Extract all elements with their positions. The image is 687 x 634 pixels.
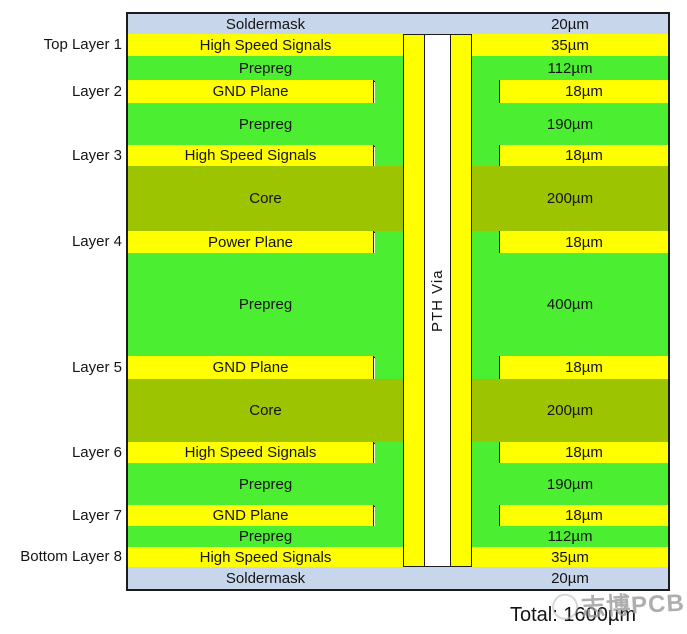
layer-name-cell: Prepreg bbox=[128, 103, 403, 146]
thickness-cell: 20µm bbox=[551, 15, 589, 33]
layer-name-cell: Power Plane bbox=[128, 231, 374, 254]
layer-name-cell: Core bbox=[128, 379, 403, 443]
clearance-notch bbox=[375, 80, 403, 104]
layer-name-cell: GND Plane bbox=[128, 80, 374, 104]
clearance-notch bbox=[375, 145, 403, 167]
layer-name-cell: High Speed Signals bbox=[128, 547, 403, 568]
side-label-layer-3: Layer 3 bbox=[71, 146, 122, 164]
stackup-row-copper-inner-7: Power Plane 18µm bbox=[128, 231, 668, 255]
thickness-cell: 18µm bbox=[500, 145, 668, 167]
clearance-notch bbox=[375, 505, 403, 527]
side-label-layer-2: Layer 2 bbox=[71, 82, 122, 100]
stackup-row-copper-outer-15: High Speed Signals 35µm bbox=[128, 547, 668, 569]
pth-via-label: PTH Via bbox=[429, 269, 446, 332]
stackup-row-copper-inner-11: High Speed Signals 18µm bbox=[128, 442, 668, 465]
thickness-cell: 35µm bbox=[472, 34, 668, 57]
clearance-notch bbox=[472, 145, 500, 167]
thickness-cell: 18µm bbox=[500, 442, 668, 464]
side-label-layer-7: Layer 7 bbox=[71, 506, 122, 524]
stackup-row-core-6: Core 200µm bbox=[128, 166, 668, 233]
clearance-notch bbox=[375, 231, 403, 254]
stackup-row-copper-inner-9: GND Plane 18µm bbox=[128, 356, 668, 381]
thickness-cell: 20µm bbox=[551, 569, 589, 587]
thickness-cell: 200µm bbox=[472, 166, 668, 232]
thickness-cell: 190µm bbox=[472, 463, 668, 506]
clearance-notch bbox=[472, 356, 500, 380]
layer-name-cell: Core bbox=[128, 166, 403, 232]
thickness-cell: 112µm bbox=[472, 526, 668, 548]
layer-name-cell: Prepreg bbox=[128, 253, 403, 357]
layer-name-cell: Soldermask bbox=[225, 15, 306, 33]
layer-name-cell: High Speed Signals bbox=[128, 145, 374, 167]
thickness-cell: 190µm bbox=[472, 103, 668, 146]
via-hole bbox=[425, 35, 450, 566]
side-label-layer-6: Layer 6 bbox=[71, 443, 122, 461]
layer-name-cell: GND Plane bbox=[128, 356, 374, 380]
layer-name-cell: Prepreg bbox=[128, 56, 403, 81]
stackup-row-core-10: Core 200µm bbox=[128, 379, 668, 444]
layer-name-cell: Prepreg bbox=[128, 463, 403, 506]
soldermask-band bbox=[128, 567, 668, 589]
side-label-layer-5: Layer 5 bbox=[71, 358, 122, 376]
thickness-cell: 200µm bbox=[472, 379, 668, 443]
thickness-cell: 18µm bbox=[500, 231, 668, 254]
stackup-row-soldermask-16: Soldermask 20µm bbox=[128, 567, 668, 589]
pth-via bbox=[403, 34, 472, 567]
stackup-row-copper-inner-13: GND Plane 18µm bbox=[128, 505, 668, 528]
layer-name-cell: GND Plane bbox=[128, 505, 374, 527]
stackup-row-soldermask-0: Soldermask 20µm bbox=[128, 14, 668, 36]
thickness-cell: 400µm bbox=[472, 253, 668, 357]
thickness-cell: 35µm bbox=[472, 547, 668, 568]
clearance-notch bbox=[472, 442, 500, 464]
thickness-cell: 18µm bbox=[500, 505, 668, 527]
clearance-notch bbox=[472, 505, 500, 527]
clearance-notch bbox=[472, 80, 500, 104]
layer-name-cell: Soldermask bbox=[225, 569, 306, 587]
total-thickness-label: Total: 1600µm bbox=[509, 603, 637, 626]
stackup-row-copper-outer-1: High Speed Signals 35µm bbox=[128, 34, 668, 58]
stackup-row-copper-inner-5: High Speed Signals 18µm bbox=[128, 145, 668, 168]
clearance-notch bbox=[375, 356, 403, 380]
stackup-row-prepreg-14: Prepreg 112µm bbox=[128, 526, 668, 549]
clearance-notch bbox=[375, 442, 403, 464]
via-barrel bbox=[450, 35, 472, 566]
stackup-row-copper-inner-3: GND Plane 18µm bbox=[128, 80, 668, 105]
layer-name-cell: High Speed Signals bbox=[128, 442, 374, 464]
side-label-layer-4: Layer 4 bbox=[71, 233, 122, 250]
side-label-bottom-layer-8: Bottom Layer 8 bbox=[20, 548, 122, 565]
stackup-row-prepreg-2: Prepreg 112µm bbox=[128, 56, 668, 82]
soldermask-band bbox=[128, 14, 668, 35]
layer-name-cell: High Speed Signals bbox=[128, 34, 403, 57]
thickness-cell: 112µm bbox=[472, 56, 668, 81]
thickness-cell: 18µm bbox=[500, 356, 668, 380]
via-barrel bbox=[403, 35, 425, 566]
stackup-row-prepreg-4: Prepreg 190µm bbox=[128, 103, 668, 147]
layer-name-cell: Prepreg bbox=[128, 526, 403, 548]
side-label-top-layer-1: Top Layer 1 bbox=[43, 36, 122, 53]
clearance-notch bbox=[472, 231, 500, 254]
thickness-cell: 18µm bbox=[500, 80, 668, 104]
stackup-row-prepreg-12: Prepreg 190µm bbox=[128, 463, 668, 507]
stackup-row-prepreg-8: Prepreg 400µm bbox=[128, 253, 668, 358]
